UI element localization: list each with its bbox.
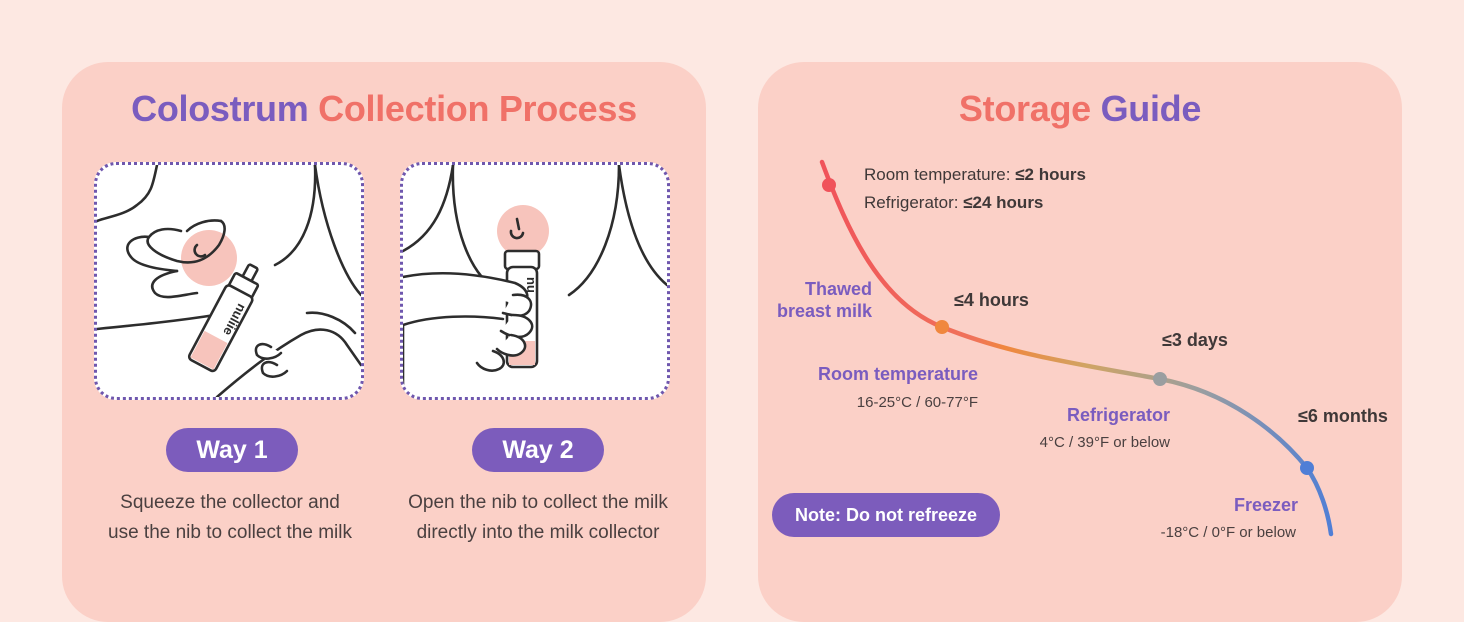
way2-description-line1: Open the nib to collect the milk	[408, 492, 668, 513]
freezer-point	[1300, 461, 1314, 475]
freezer-label: Freezer	[1233, 495, 1298, 515]
title-colostrum: Colostrum	[131, 88, 309, 129]
way1-description-line1: Squeeze the collector and	[120, 492, 340, 513]
refrigerator-range: 4°C / 39°F or below	[1039, 434, 1170, 451]
room-duration: ≤4 hours	[954, 290, 1029, 310]
title-collection-process: Collection Process	[318, 88, 637, 129]
refrigerator-point	[1153, 372, 1167, 386]
room-temperature-range: 16-25°C / 60-77°F	[856, 394, 978, 411]
thawed-label-line1: Thawed	[804, 279, 872, 299]
way1-badge: Way 1	[166, 428, 298, 472]
room-temperature-label: Room temperature	[817, 364, 978, 384]
thawed-room-prefix: Room temperature:	[864, 165, 1016, 184]
way2-badge: Way 2	[472, 428, 604, 472]
title-storage: Storage	[958, 88, 1091, 129]
way2-illustration: nu	[400, 162, 670, 400]
thawed-label: Thawed breast milk	[772, 278, 872, 322]
refrigerator-label: Refrigerator	[1066, 405, 1170, 425]
freezer-duration: ≤6 months	[1298, 406, 1388, 426]
storage-guide-panel: Storage Guide Room temperature: ≤2 hours…	[758, 62, 1402, 622]
room-temperature-point	[935, 320, 949, 334]
title-guide: Guide	[1100, 88, 1202, 129]
collection-process-panel: Colostrum Collection Process	[62, 62, 706, 622]
collection-title: Colostrum Collection Process	[62, 88, 706, 130]
way2-drawing: nu	[403, 165, 667, 397]
thawed-fridge-value: ≤24 hours	[963, 193, 1044, 212]
storage-curve-line	[819, 159, 1334, 537]
thawed-room-info: Room temperature: ≤2 hours	[864, 165, 1086, 185]
thawed-room-value: ≤2 hours	[1015, 165, 1086, 184]
thawed-point	[822, 178, 836, 192]
thawed-fridge-info: Refrigerator: ≤24 hours	[864, 193, 1043, 213]
way2-description-line2: directly into the milk collector	[416, 522, 660, 543]
storage-title: Storage Guide	[758, 88, 1402, 130]
freezer-range: -18°C / 0°F or below	[1160, 524, 1296, 541]
way1-description-line2: use the nib to collect the milk	[108, 522, 352, 543]
way1-drawing: nuliie	[97, 165, 361, 397]
note-badge: Note: Do not refreeze	[772, 493, 1000, 537]
thawed-label-line2: breast milk	[776, 301, 872, 321]
way1-description: Squeeze the collector and use the nib to…	[70, 488, 390, 548]
way2-description: Open the nib to collect the milk directl…	[378, 488, 698, 548]
way1-illustration: nuliie	[94, 162, 364, 400]
thawed-fridge-prefix: Refrigerator:	[864, 193, 964, 212]
refrigerator-duration: ≤3 days	[1162, 330, 1228, 350]
storage-curve	[819, 159, 1334, 537]
way2-collector-text: nu	[524, 277, 539, 293]
